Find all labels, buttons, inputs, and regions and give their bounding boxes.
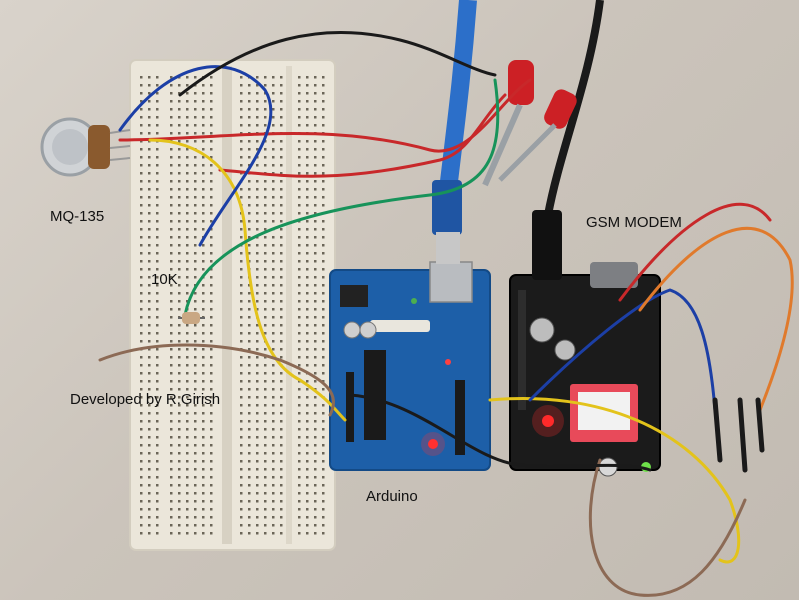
wire-blue [118,65,273,247]
wire-yellow [148,138,347,422]
gsm-modem-label: GSM MODEM [586,214,682,231]
wire-brown-2 [588,458,747,597]
wire-green [183,78,500,317]
wire-connectors [712,397,765,473]
resistor-label: 10K [151,271,178,288]
wire-yellow-2 [488,396,741,564]
gsm-modem-board [509,262,661,477]
arduino-label: Arduino [366,488,418,505]
wire-brown [98,343,335,417]
wire-red [118,78,532,153]
arduino-board [329,261,491,471]
power-plug [532,210,562,280]
alligator-clip-red [482,60,534,187]
wire-red-3 [618,202,772,302]
alligator-clip-red-2 [498,89,577,182]
wire-black-2 [178,30,497,97]
wire-red-2 [218,93,507,178]
wire-blue-2 [528,288,717,412]
breadboard-holes [140,76,325,535]
jumper-wires [98,30,794,597]
power-cable [544,0,604,216]
wire-black [348,393,652,472]
credit-label: Developed by R.Girish [70,391,221,408]
mq135-sensor [40,117,131,177]
resistor-10k [178,312,205,324]
sensor-label: MQ-135 [50,208,105,225]
breadboard [129,59,336,551]
wire-orange [638,226,794,412]
usb-cable [432,0,477,264]
